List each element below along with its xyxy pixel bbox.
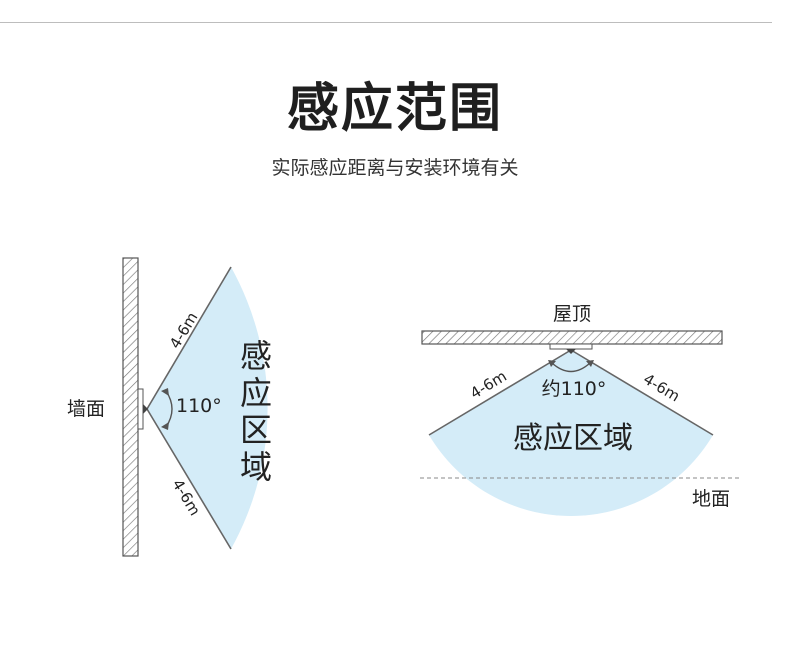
wall-sensor-lens: [143, 404, 148, 414]
ceiling-arc-arrow-left: [548, 360, 556, 367]
ceiling-arc-arrow-right: [586, 360, 594, 367]
page-subtitle: 实际感应距离与安装环境有关: [271, 157, 519, 179]
wall-label: 墙面: [67, 398, 105, 420]
ceiling-angle-label: 约110°: [542, 378, 607, 400]
ceiling-angle-arc: [551, 362, 591, 373]
ceiling-right-boundary: [570, 349, 714, 436]
wall-zone-char-3: 区: [240, 411, 272, 449]
wall-zone-char-2: 应: [240, 374, 272, 412]
wall-arc-arrow-top: [161, 388, 169, 396]
wall-zone-char-1: 感: [240, 337, 272, 375]
floor-label: 地面: [692, 488, 730, 510]
ceiling-sensor: [549, 343, 593, 350]
wall: [122, 257, 139, 557]
ceiling-mount-diagram: 屋顶 约110° 感应区域 地面 4-6m 4-6m: [420, 303, 740, 516]
page-title: 感应范围: [286, 79, 503, 139]
wall-arc-arrow-bottom: [161, 422, 169, 430]
wall-lower-boundary: [146, 408, 232, 550]
wall-sensor: [137, 388, 144, 430]
top-divider: [0, 22, 772, 23]
ceiling-sensor-lens: [566, 349, 576, 354]
ceiling-detection-zone: [429, 350, 713, 516]
ceiling-left-boundary: [428, 349, 572, 436]
wall-upper-boundary: [146, 266, 232, 410]
wall-detection-zone: [147, 267, 268, 549]
ceiling-zone-label: 感应区域: [513, 421, 633, 456]
ceiling: [421, 330, 723, 345]
wall-angle-label: 110°: [176, 395, 222, 417]
wall-mount-diagram: 110° 墙面 4-6m 4-6m 感 应 区 域: [67, 257, 272, 557]
ceiling-label: 屋顶: [553, 303, 591, 325]
wall-zone-char-4: 域: [240, 448, 272, 486]
